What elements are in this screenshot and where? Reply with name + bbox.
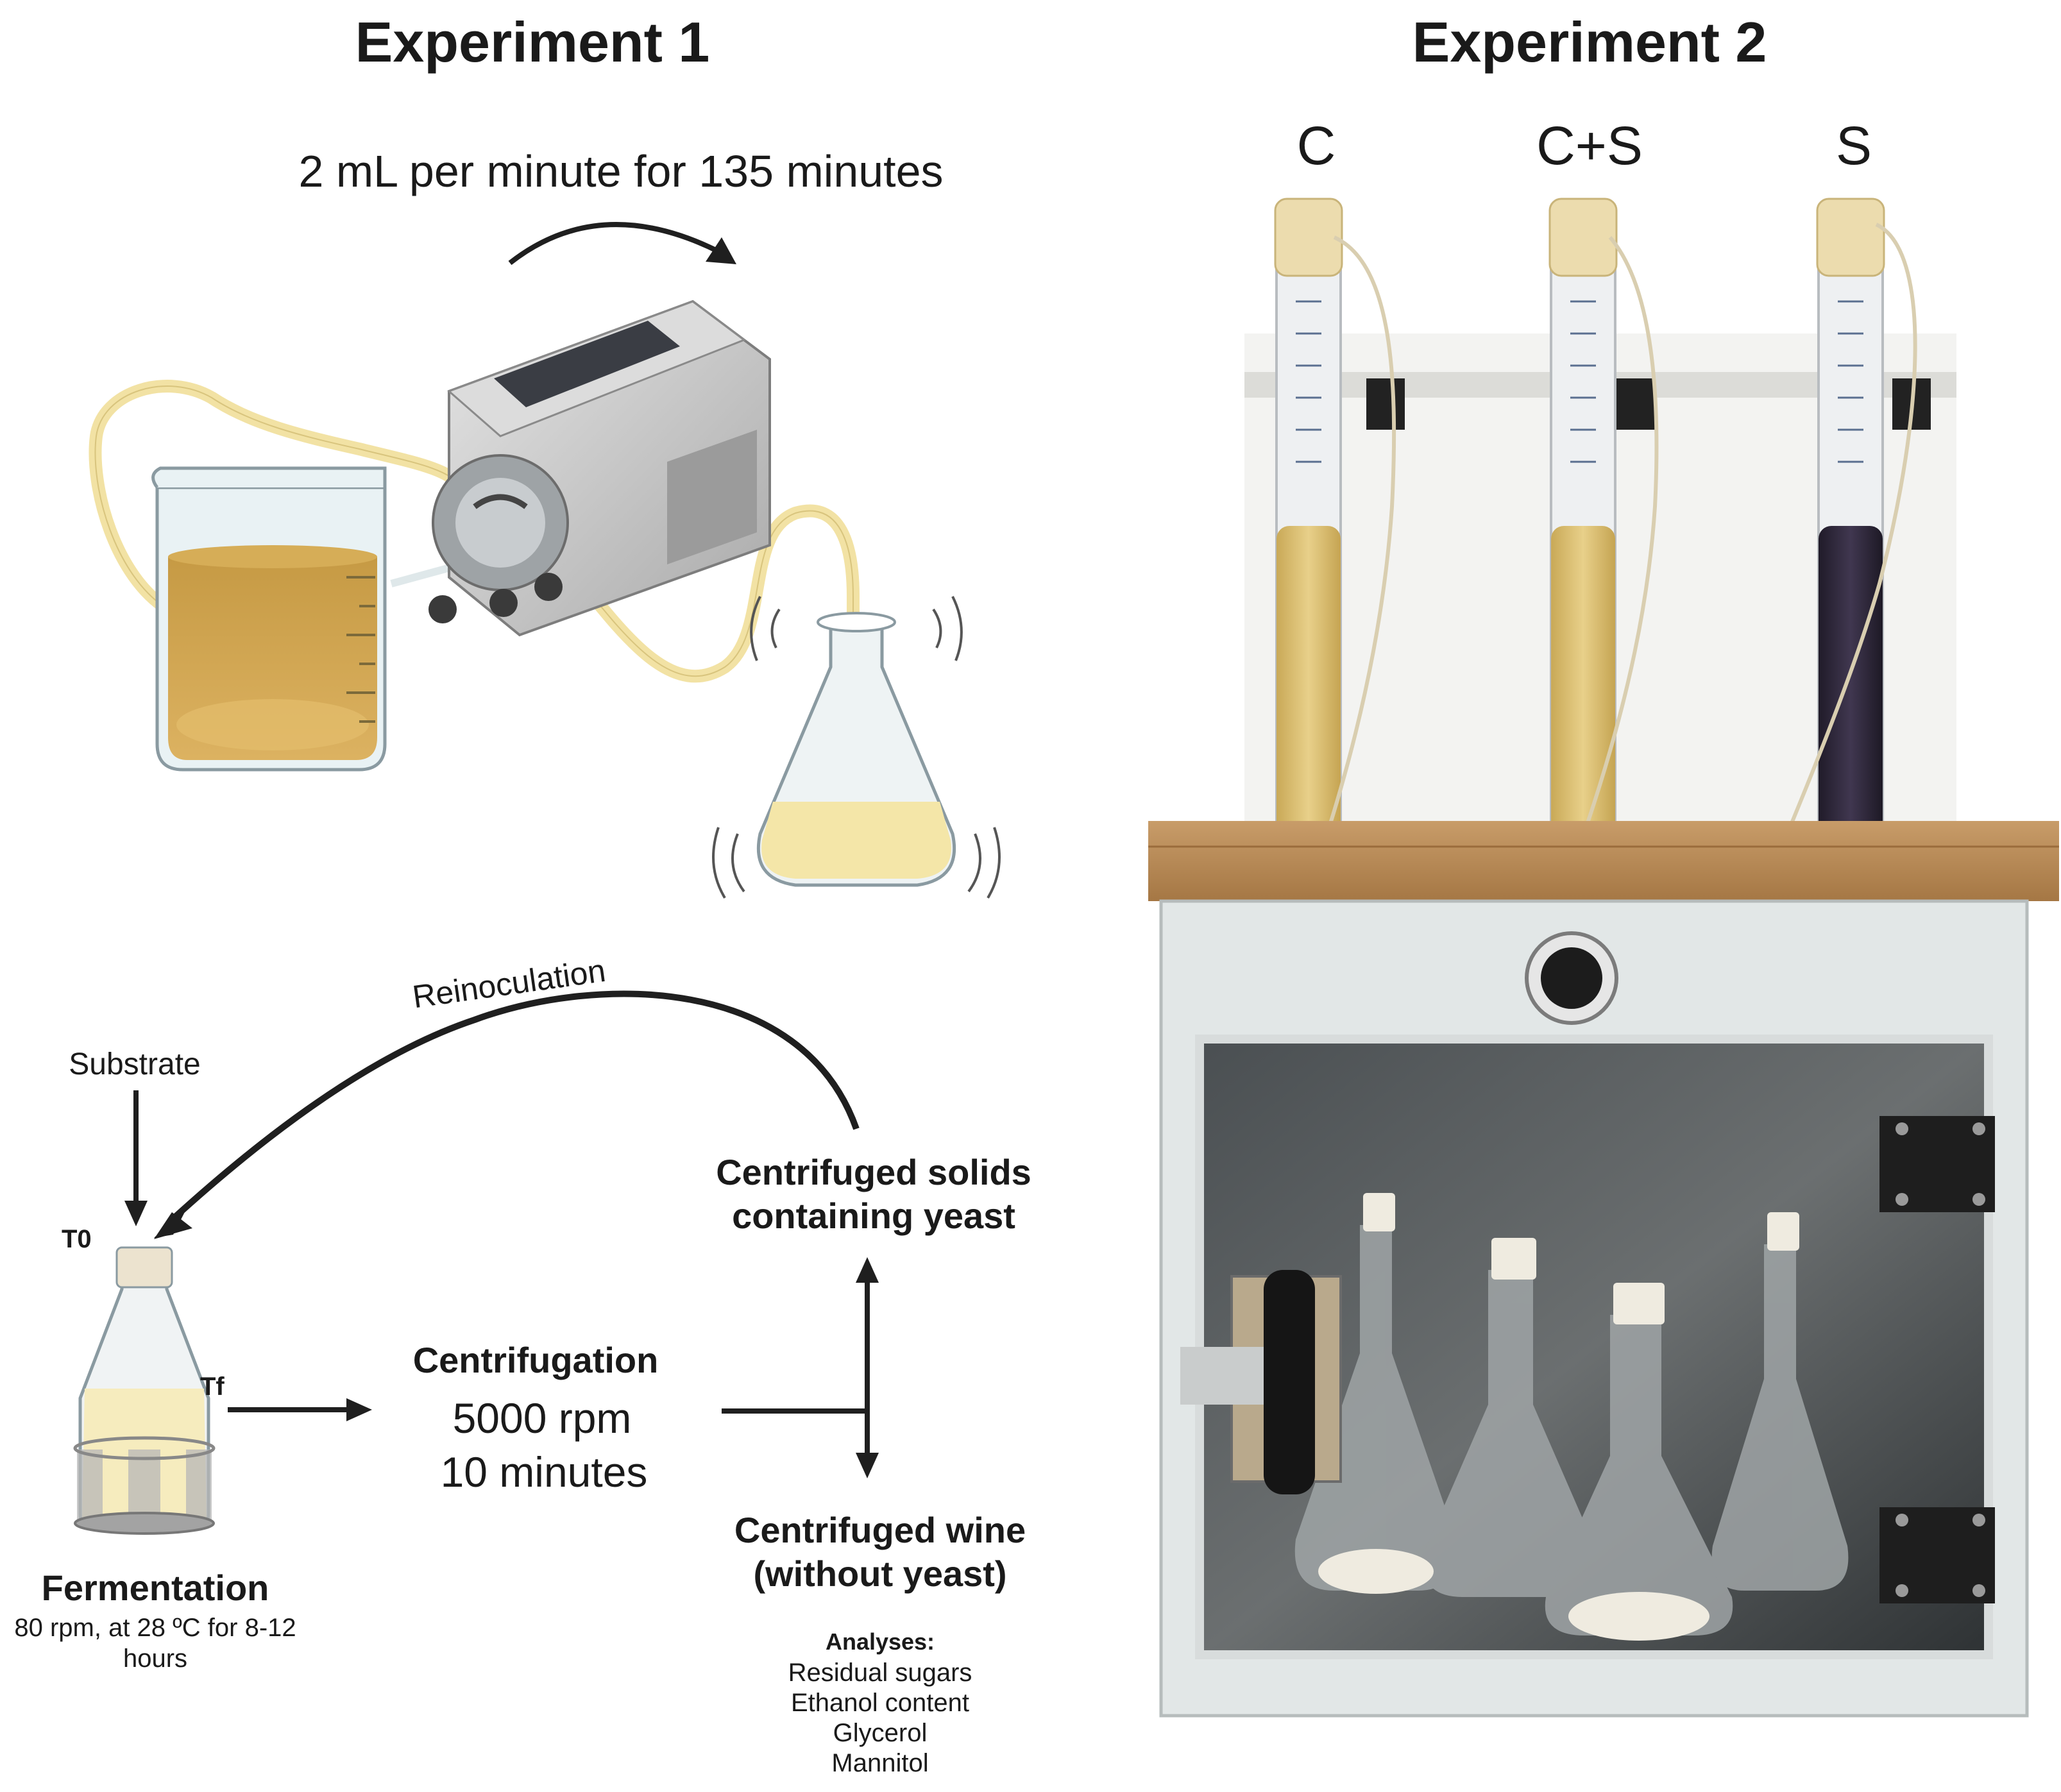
beaker-icon [151, 466, 387, 772]
peristaltic-pump-icon [428, 300, 771, 637]
centrifugation-speed: 5000 rpm [452, 1394, 632, 1442]
column-label-cs: C+S [1536, 115, 1643, 176]
analysis-item: Glycerol [833, 1719, 928, 1747]
pump-rate-label: 2 mL per minute for 135 minutes [298, 146, 944, 196]
flow-diagram [73, 990, 879, 1535]
solids-label-line1: Centrifuged solids [716, 1152, 1031, 1192]
centrifugation-title: Centrifugation [412, 1340, 659, 1380]
substrate-label: Substrate [69, 1047, 201, 1081]
wine-label-line1: Centrifuged wine [734, 1510, 1026, 1550]
wine-label-line2: (without yeast) [753, 1553, 1007, 1594]
fermentation-title: Fermentation [41, 1568, 269, 1608]
centrifugation-time: 10 minutes [440, 1448, 648, 1496]
illustration-top [89, 222, 1001, 899]
pump-direction-arrow [508, 222, 720, 266]
fermentation-conditions-line2: hours [123, 1644, 188, 1673]
fermentation-apparatus-photo [1148, 198, 2059, 1718]
analysis-item: Residual sugars [788, 1659, 972, 1687]
t0-label: T0 [62, 1225, 92, 1253]
analysis-item: Mannitol [831, 1749, 929, 1777]
solids-label-line2: containing yeast [732, 1196, 1015, 1236]
reinoculation-arrow [171, 990, 860, 1221]
analyses-title: Analyses: [825, 1628, 935, 1655]
column-label-s: S [1835, 115, 1872, 176]
column-tube-cs [1548, 198, 1618, 1008]
column-label-c: C [1296, 115, 1336, 176]
fermentation-flask-icon [73, 1246, 216, 1535]
shaking-flask-icon [712, 596, 1001, 899]
tf-label: Tf [200, 1373, 225, 1401]
analysis-item: Ethanol content [791, 1689, 969, 1717]
fermentation-conditions-line1: 80 rpm, at 28 ºC for 8-12 [14, 1614, 296, 1642]
experiment1-title: Experiment 1 [355, 10, 710, 74]
experiment2-title: Experiment 2 [1412, 10, 1767, 74]
